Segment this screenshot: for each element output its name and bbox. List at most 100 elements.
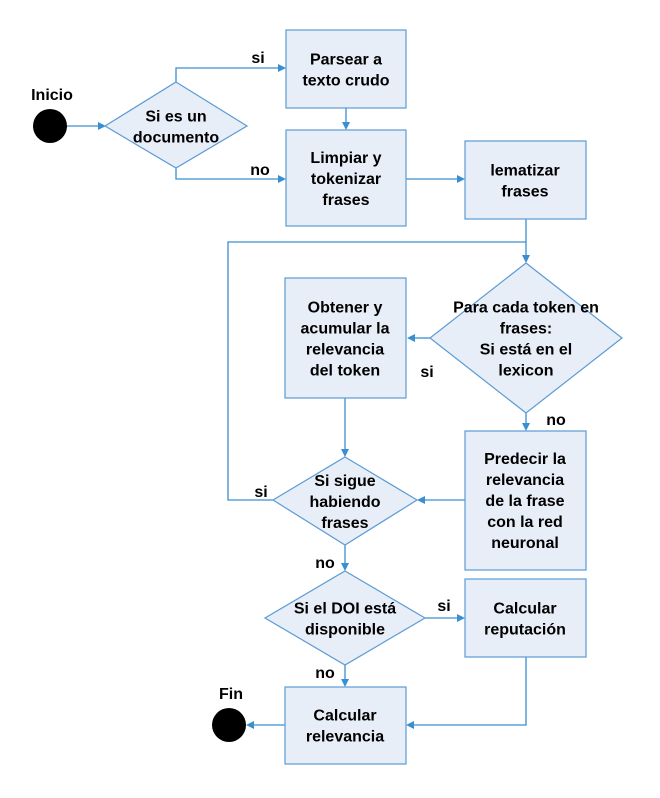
edge-doc-yes [175,67,279,82]
arrow-head [407,334,415,342]
node-text-line: Obtener y [308,300,383,317]
decision-for-each-token-text: Para cada token en frases: Si está en el le… [453,300,599,380]
node-text-line: tokenizar [311,171,381,188]
node-text-line: Calcular [313,708,376,725]
start-label: Inicio [31,87,73,104]
arrow-head [98,122,106,130]
node-text-line: de la frase [485,493,564,510]
node-text-line: lematizar [490,163,559,180]
node-text-line: Predecir la [484,451,566,468]
node-text-line: disponible [305,622,385,639]
node-text-line: lexicon [498,363,553,380]
node-text-line: habiendo [309,494,380,511]
arrow-head [246,721,254,729]
decision-shape [103,81,249,169]
edges [67,64,530,729]
decision-doi-available-text: Si el DOI está disponible [294,601,396,639]
process-shape [464,578,587,658]
process-predict: Predecir la relevancia de la frase con la r… [464,430,587,571]
process-lemmatize-text: lematizar frases [490,163,559,201]
process-accumulate: Obtener y acumular la relevancia del token [284,277,407,399]
node-text-line: acumular la [301,321,390,338]
process-clean: Limpiar y tokenizar frases [285,129,407,227]
node-text-line: Parsear a [310,52,382,69]
node-text-line: reputación [484,622,566,639]
process-relevance-text: Calcular relevancia [306,708,384,746]
node-text-line: frases [322,192,369,209]
node-text-line: del token [310,363,380,380]
arrow-head [341,449,349,457]
node-text-line: texto crudo [302,73,389,90]
process-parse: Parsear a texto crudo [285,29,407,109]
decision-is-document-text: Si es un documento [133,109,219,147]
node-text-line: frases [321,515,368,532]
process-lemmatize: lematizar frases [464,140,587,220]
node-text-line: con la red [487,514,563,531]
arrow-head [522,423,530,431]
node-text-line: Si es un [145,109,206,126]
edge-label-doi-no: no [315,665,335,682]
node-text-line: Para cada token en [453,300,599,317]
node-text-line: Limpiar y [310,150,381,167]
edge-label-doi-yes: si [437,598,450,615]
edge-label-doc-no: no [250,162,270,179]
process-reputation: Calcular reputación [464,578,587,658]
edge-more-yes-loop [227,241,526,501]
process-shape [285,29,407,109]
decision-shape [263,570,427,666]
decision-shape [429,262,623,414]
process-clean-text: Limpiar y tokenizar frases [310,150,381,209]
node-text-line: relevancia [486,472,564,489]
process-shape [285,129,407,227]
arrow-head [522,255,530,263]
arrow-head [406,721,414,729]
process-shape [464,140,587,220]
edge-reputation-to-relevance [413,657,527,726]
process-relevance: Calcular relevancia [284,686,407,765]
edge-label-doc-yes: si [251,50,264,67]
decision-shape [271,456,419,546]
node-text-line: relevancia [306,729,384,746]
decision-more-phrases-text: Si sigue habiendo frases [309,473,380,532]
node-text-line: frases [501,184,548,201]
end-terminal: Fin [212,686,246,742]
arrow-head [278,175,286,183]
decision-more-phrases: Si sigue habiendo frases [271,456,419,546]
arrow-head [341,679,349,687]
arrow-head [457,175,465,183]
node-text-line: Si sigue [314,473,375,490]
process-shape [284,686,407,765]
node-text-line: neuronal [491,535,559,552]
edge-label-token-yes: si [420,364,433,381]
node-text-line: Si está en el [480,342,573,359]
node-text-line: documento [133,130,219,147]
edge-label-more-no: no [315,555,335,572]
node-text-line: Si el DOI está [294,601,396,618]
process-predict-text: Predecir la relevancia de la frase con la r… [484,451,566,552]
edge-doc-no [175,168,279,180]
end-circle [212,708,246,742]
node-text-line: Calcular [493,601,556,618]
edge-label-more-yes: si [254,484,267,501]
process-accumulate-text: Obtener y acumular la relevancia del token [301,300,390,380]
process-shape [464,430,587,571]
decision-doi-available: Si el DOI está disponible [263,570,427,666]
decision-is-document: Si es un documento [103,81,249,169]
process-reputation-text: Calcular reputación [484,601,566,639]
arrow-head [417,496,425,504]
end-label: Fin [219,686,243,703]
edge-labels: si no si no si no si no [250,50,566,682]
decision-for-each-token: Para cada token en frases: Si está en el le… [429,262,623,414]
process-shape [284,277,407,399]
start-circle [33,109,67,143]
start-terminal: Inicio [31,87,73,143]
arrow-head [278,64,286,72]
arrow-head [457,614,465,622]
edge-label-token-no: no [546,412,566,429]
arrow-head [342,122,350,130]
node-text-line: relevancia [306,342,384,359]
process-parse-text: Parsear a texto crudo [302,52,389,90]
node-text-line: frases: [500,321,552,338]
arrow-head [341,563,349,571]
